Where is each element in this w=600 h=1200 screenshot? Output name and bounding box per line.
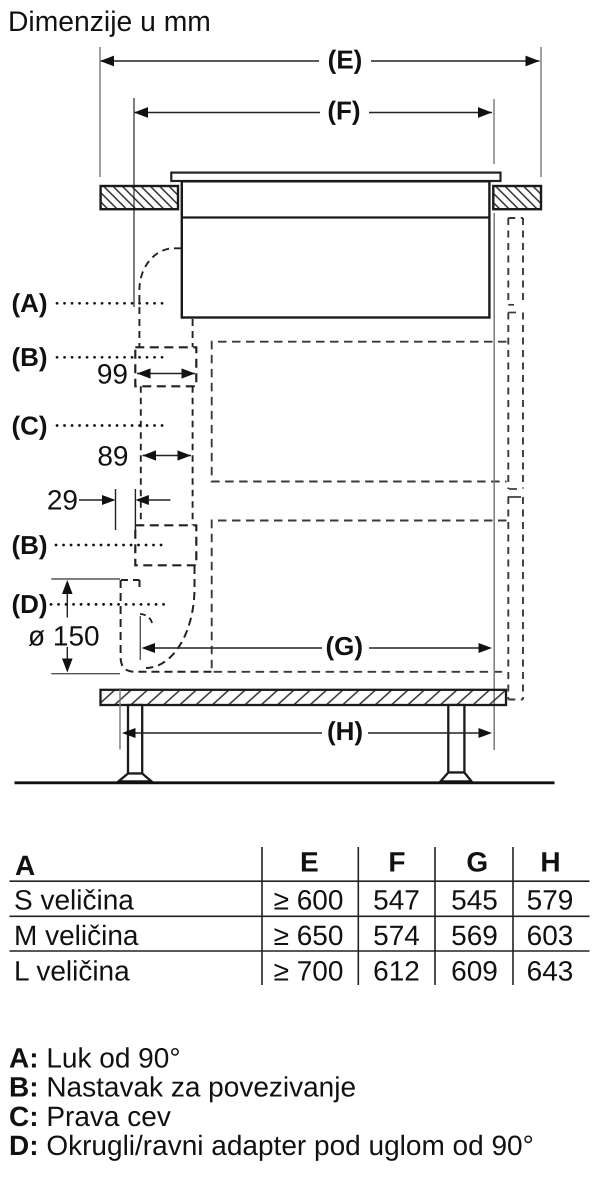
svg-text:574: 574 bbox=[373, 920, 420, 951]
svg-text:609: 609 bbox=[451, 956, 498, 987]
svg-text:(G): (G) bbox=[326, 631, 364, 661]
svg-text:612: 612 bbox=[373, 956, 420, 987]
svg-text:(A): (A) bbox=[12, 288, 48, 318]
svg-text:(E): (E) bbox=[328, 44, 363, 74]
svg-text:99: 99 bbox=[97, 359, 128, 390]
svg-text:547: 547 bbox=[373, 885, 420, 916]
svg-text:L veličina: L veličina bbox=[14, 956, 130, 987]
svg-text:E: E bbox=[300, 847, 319, 878]
svg-text:(H): (H) bbox=[327, 716, 363, 746]
svg-text:545: 545 bbox=[451, 885, 498, 916]
svg-text:B: Nastavak za povezivanje: B: Nastavak za povezivanje bbox=[9, 1072, 356, 1103]
svg-text:D: Okrugli/ravni adapter pod u: D: Okrugli/ravni adapter pod uglom od 90… bbox=[9, 1130, 534, 1161]
svg-text:(B): (B) bbox=[12, 342, 48, 372]
svg-text:A: Luk od 90°: A: Luk od 90° bbox=[9, 1043, 181, 1074]
svg-text:C: Prava cev: C: Prava cev bbox=[9, 1101, 171, 1132]
svg-text:569: 569 bbox=[451, 920, 498, 951]
svg-text:(B): (B) bbox=[12, 530, 48, 560]
svg-text:F: F bbox=[388, 847, 405, 878]
svg-text:579: 579 bbox=[527, 885, 574, 916]
svg-text:≥ 600: ≥ 600 bbox=[274, 885, 344, 916]
svg-text:(D): (D) bbox=[12, 589, 48, 619]
svg-text:≥ 700: ≥ 700 bbox=[274, 956, 344, 987]
svg-text:Dimenzije u mm: Dimenzije u mm bbox=[8, 5, 211, 37]
svg-text:G: G bbox=[466, 847, 488, 878]
svg-text:ø 150: ø 150 bbox=[28, 621, 100, 652]
svg-text:89: 89 bbox=[97, 441, 128, 472]
svg-text:603: 603 bbox=[527, 920, 574, 951]
svg-text:643: 643 bbox=[527, 956, 574, 987]
svg-text:≥ 650: ≥ 650 bbox=[274, 920, 344, 951]
svg-text:(C): (C) bbox=[12, 410, 48, 440]
svg-text:(F): (F) bbox=[327, 96, 360, 126]
svg-text:H: H bbox=[540, 847, 560, 878]
svg-text:S veličina: S veličina bbox=[14, 885, 134, 916]
svg-text:29: 29 bbox=[47, 485, 78, 516]
svg-text:A: A bbox=[15, 850, 35, 881]
svg-text:M veličina: M veličina bbox=[14, 920, 139, 951]
